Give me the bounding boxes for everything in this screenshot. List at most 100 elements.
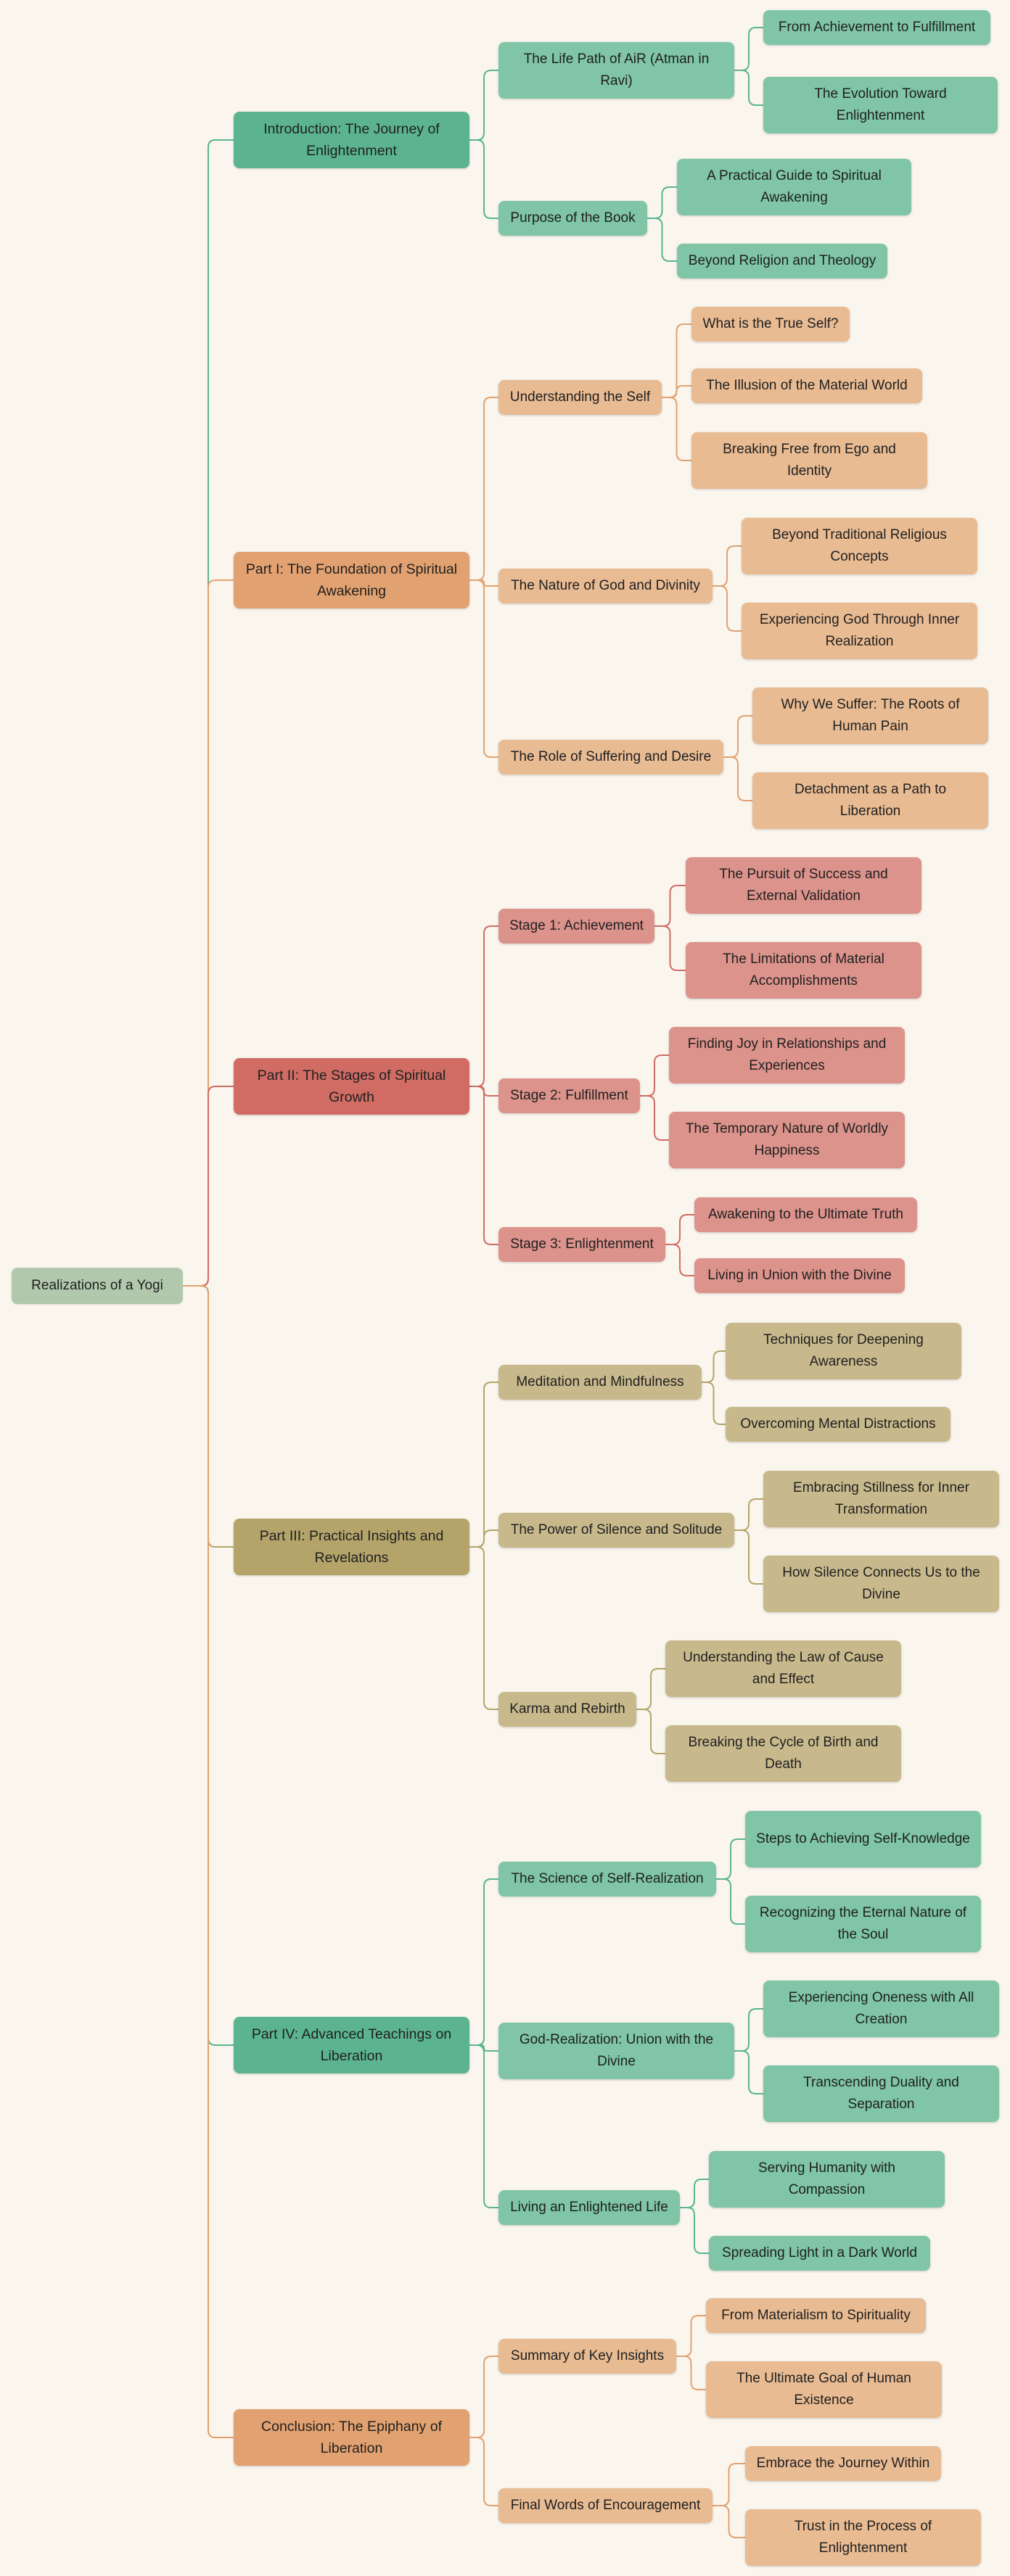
connector-topic-leaf [702,1350,726,1383]
leaf-node-spreading-light-in-a-dark-world[interactable]: Spreading Light in a Dark World [709,2236,930,2271]
topic-node-the-nature-of-god-and-divinity[interactable]: The Nature of God and Divinity [498,569,713,603]
connector-section-topic [469,2044,498,2052]
leaf-node-beyond-religion-and-theology[interactable]: Beyond Religion and Theology [677,244,887,278]
section-node-part-ii-the-stages-of-spiritual-growth[interactable]: Part II: The Stages of Spiritual Growth [234,1058,469,1115]
connector-topic-leaf [713,2505,745,2538]
connector-topic-leaf [713,585,742,632]
leaf-node-breaking-the-cycle-of-birth-and-death[interactable]: Breaking the Cycle of Birth and Death [665,1725,901,1782]
topic-node-karma-and-rebirth[interactable]: Karma and Rebirth [498,1692,636,1727]
connector-section-topic [469,139,498,219]
connector-section-topic [469,2437,498,2506]
leaf-node-embrace-the-journey-within[interactable]: Embrace the Journey Within [745,2446,941,2481]
topic-node-final-words-of-encouragement[interactable]: Final Words of Encouragement [498,2488,713,2523]
connector-topic-leaf [636,1668,665,1710]
leaf-node-embracing-stillness-for-inner-transformation[interactable]: Embracing Stillness for Inner Transforma… [763,1471,999,1527]
leaf-node-the-evolution-toward-enlightenment[interactable]: The Evolution Toward Enlightenment [763,77,998,133]
leaf-node-beyond-traditional-religious-concepts[interactable]: Beyond Traditional Religious Concepts [742,518,977,574]
connector-topic-leaf [716,1878,745,1925]
section-node-introduction-the-journey-of-enlightenment[interactable]: Introduction: The Journey of Enlightenme… [234,112,469,168]
connector-topic-leaf [734,2050,763,2094]
leaf-node-living-in-union-with-the-divine[interactable]: Living in Union with the Divine [694,1258,905,1293]
root-node[interactable]: Realizations of a Yogi [12,1268,183,1304]
connector-section-topic [469,70,498,141]
connector-topic-leaf [662,385,691,398]
connector-topic-leaf [723,715,752,758]
leaf-node-transcending-duality-and-separation[interactable]: Transcending Duality and Separation [763,2065,999,2122]
section-node-part-iii-practical-insights-and-revelations[interactable]: Part III: Practical Insights and Revelat… [234,1519,469,1575]
section-node-part-iv-advanced-teachings-on-liberation[interactable]: Part IV: Advanced Teachings on Liberatio… [234,2017,469,2073]
connector-section-topic [469,2356,498,2438]
connector-root-section [183,1285,234,2438]
topic-node-living-an-enlightened-life[interactable]: Living an Enlightened Life [498,2190,680,2225]
connector-topic-leaf [640,1095,669,1141]
leaf-node-trust-in-the-process-of-enlightenment[interactable]: Trust in the Process of Enlightenment [745,2509,981,2566]
leaf-node-the-ultimate-goal-of-human-existence[interactable]: The Ultimate Goal of Human Existence [706,2361,942,2418]
section-node-part-i-the-foundation-of-spiritual-awakening[interactable]: Part I: The Foundation of Spiritual Awak… [234,552,469,608]
connector-section-topic [469,1382,498,1548]
connector-root-section [183,1086,234,1287]
connector-topic-leaf [734,2008,763,2052]
connector-section-topic [469,579,498,758]
leaf-node-how-silence-connects-us-to-the-divine[interactable]: How Silence Connects Us to the Divine [763,1556,999,1612]
connector-topic-leaf [734,70,763,106]
leaf-node-experiencing-oneness-with-all-creation[interactable]: Experiencing Oneness with All Creation [763,1981,999,2037]
topic-node-the-life-path-of-air-atman-in-ravi[interactable]: The Life Path of AiR (Atman in Ravi) [498,42,734,99]
leaf-node-from-materialism-to-spirituality[interactable]: From Materialism to Spirituality [706,2298,926,2333]
connector-topic-leaf [647,186,677,219]
leaf-node-the-limitations-of-material-accomplishments[interactable]: The Limitations of Material Accomplishme… [686,942,921,999]
connector-section-topic [469,397,498,581]
topic-node-god-realization-union-with-the-divine[interactable]: God-Realization: Union with the Divine [498,2023,734,2079]
leaf-node-the-pursuit-of-success-and-external-validation[interactable]: The Pursuit of Success and External Vali… [686,857,921,914]
connector-section-topic [469,2044,498,2208]
connector-topic-leaf [716,1838,745,1880]
topic-node-the-science-of-self-realization[interactable]: The Science of Self-Realization [498,1862,716,1896]
topic-node-stage-1-achievement[interactable]: Stage 1: Achievement [498,909,654,944]
connector-topic-leaf [723,756,752,801]
leaf-node-finding-joy-in-relationships-and-experiences[interactable]: Finding Joy in Relationships and Experie… [669,1027,905,1083]
topic-node-understanding-the-self[interactable]: Understanding the Self [498,380,662,415]
connector-section-topic [469,925,498,1087]
connector-topic-leaf [676,2356,706,2390]
topic-node-purpose-of-the-book[interactable]: Purpose of the Book [498,201,647,236]
leaf-node-serving-humanity-with-compassion[interactable]: Serving Humanity with Compassion [709,2151,945,2208]
leaf-node-experiencing-god-through-inner-realization[interactable]: Experiencing God Through Inner Realizati… [742,603,977,659]
leaf-node-the-illusion-of-the-material-world[interactable]: The Illusion of the Material World [691,368,922,403]
leaf-node-steps-to-achieving-self-knowledge[interactable]: Steps to Achieving Self-Knowledge [745,1811,981,1867]
leaf-node-breaking-free-from-ego-and-identity[interactable]: Breaking Free from Ego and Identity [691,432,927,489]
connector-topic-leaf [665,1244,694,1276]
connector-section-topic [469,1530,498,1548]
connector-topic-leaf [640,1054,669,1097]
leaf-node-techniques-for-deepening-awareness[interactable]: Techniques for Deepening Awareness [726,1323,961,1379]
leaf-node-awakening-to-the-ultimate-truth[interactable]: Awakening to the Ultimate Truth [694,1197,917,1232]
section-node-conclusion-the-epiphany-of-liberation[interactable]: Conclusion: The Epiphany of Liberation [234,2409,469,2466]
connector-topic-leaf [676,2315,706,2357]
topic-node-stage-2-fulfillment[interactable]: Stage 2: Fulfillment [498,1078,640,1113]
topic-node-meditation-and-mindfulness[interactable]: Meditation and Mindfulness [498,1365,702,1400]
connector-topic-leaf [636,1709,665,1754]
connector-topic-leaf [680,2207,709,2254]
leaf-node-overcoming-mental-distractions[interactable]: Overcoming Mental Distractions [726,1407,951,1442]
leaf-node-recognizing-the-eternal-nature-of-the-soul[interactable]: Recognizing the Eternal Nature of the So… [745,1896,981,1952]
connector-topic-leaf [647,218,677,262]
leaf-node-why-we-suffer-the-roots-of-human-pain[interactable]: Why We Suffer: The Roots of Human Pain [752,688,988,744]
connector-topic-leaf [734,27,763,71]
leaf-node-what-is-the-true-self[interactable]: What is the True Self? [691,307,850,342]
topic-node-summary-of-key-insights[interactable]: Summary of Key Insights [498,2339,676,2374]
topic-node-the-power-of-silence-and-solitude[interactable]: The Power of Silence and Solitude [498,1513,734,1548]
leaf-node-a-practical-guide-to-spiritual-awakening[interactable]: A Practical Guide to Spiritual Awakening [677,159,911,215]
leaf-node-the-temporary-nature-of-worldly-happiness[interactable]: The Temporary Nature of Worldly Happines… [669,1112,905,1168]
connector-section-topic [469,1878,498,2046]
connector-topic-leaf [713,545,742,587]
leaf-node-from-achievement-to-fulfillment[interactable]: From Achievement to Fulfillment [763,10,990,45]
connector-section-topic [469,1546,498,1710]
leaf-node-understanding-the-law-of-cause-and-effect[interactable]: Understanding the Law of Cause and Effec… [665,1640,901,1697]
connector-topic-leaf [702,1382,726,1425]
leaf-node-detachment-as-a-path-to-liberation[interactable]: Detachment as a Path to Liberation [752,772,988,829]
connector-section-topic [469,1086,498,1245]
connector-topic-leaf [713,2463,745,2506]
connector-topic-leaf [734,1530,763,1585]
topic-node-stage-3-enlightenment[interactable]: Stage 3: Enlightenment [498,1227,665,1262]
connector-topic-leaf [734,1498,763,1531]
topic-node-the-role-of-suffering-and-desire[interactable]: The Role of Suffering and Desire [498,740,723,775]
